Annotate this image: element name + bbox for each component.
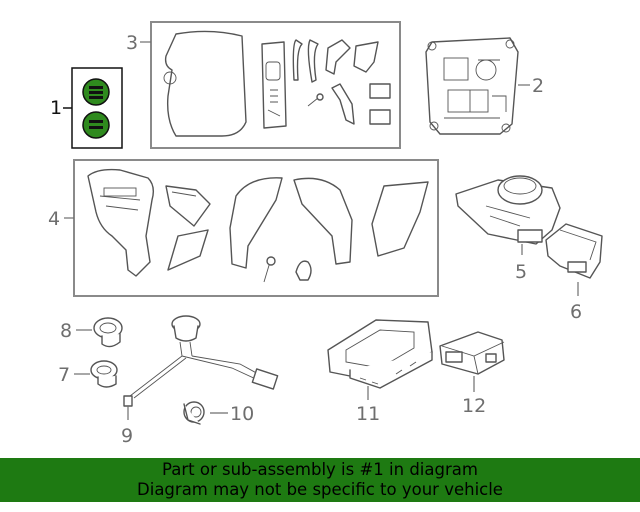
banner-line-2: Diagram may not be specific to your vehi… [137,480,503,499]
callout-1: 1 [50,97,62,119]
part-12-control-module[interactable] [439,331,505,375]
callout-8: 8 [60,320,72,342]
part-11-display-module[interactable] [327,319,433,389]
part-8-socket[interactable] [93,317,123,348]
part-4-shifter-trim[interactable] [87,168,429,283]
callout-3: 3 [126,32,138,54]
part-10-bulb-socket[interactable] [183,401,205,425]
part-3-group-box [150,21,401,149]
part-4-group-box [73,159,439,297]
part-3-trim-panel[interactable] [163,30,391,137]
part-1-switch-group[interactable] [71,67,123,149]
part-6-switch-module[interactable] [545,223,603,279]
callout-11: 11 [356,403,380,425]
part-5-shifter-module[interactable] [455,175,561,245]
part-7-socket[interactable] [90,360,118,388]
part-9-wire-harness[interactable] [123,315,279,407]
callout-10: 10 [230,403,254,425]
callout-5: 5 [515,261,527,283]
callout-9: 9 [121,425,133,447]
callout-7: 7 [58,364,70,386]
callout-2: 2 [532,75,544,97]
callout-12: 12 [462,395,486,417]
notice-banner: Part or sub-assembly is #1 in diagram Di… [0,458,640,502]
part-2-control-unit[interactable] [425,37,519,135]
banner-line-1: Part or sub-assembly is #1 in diagram [162,460,478,479]
callout-6: 6 [570,301,582,323]
parts-diagram: 1 3 2 4 [48,21,603,447]
callout-4: 4 [48,208,60,230]
